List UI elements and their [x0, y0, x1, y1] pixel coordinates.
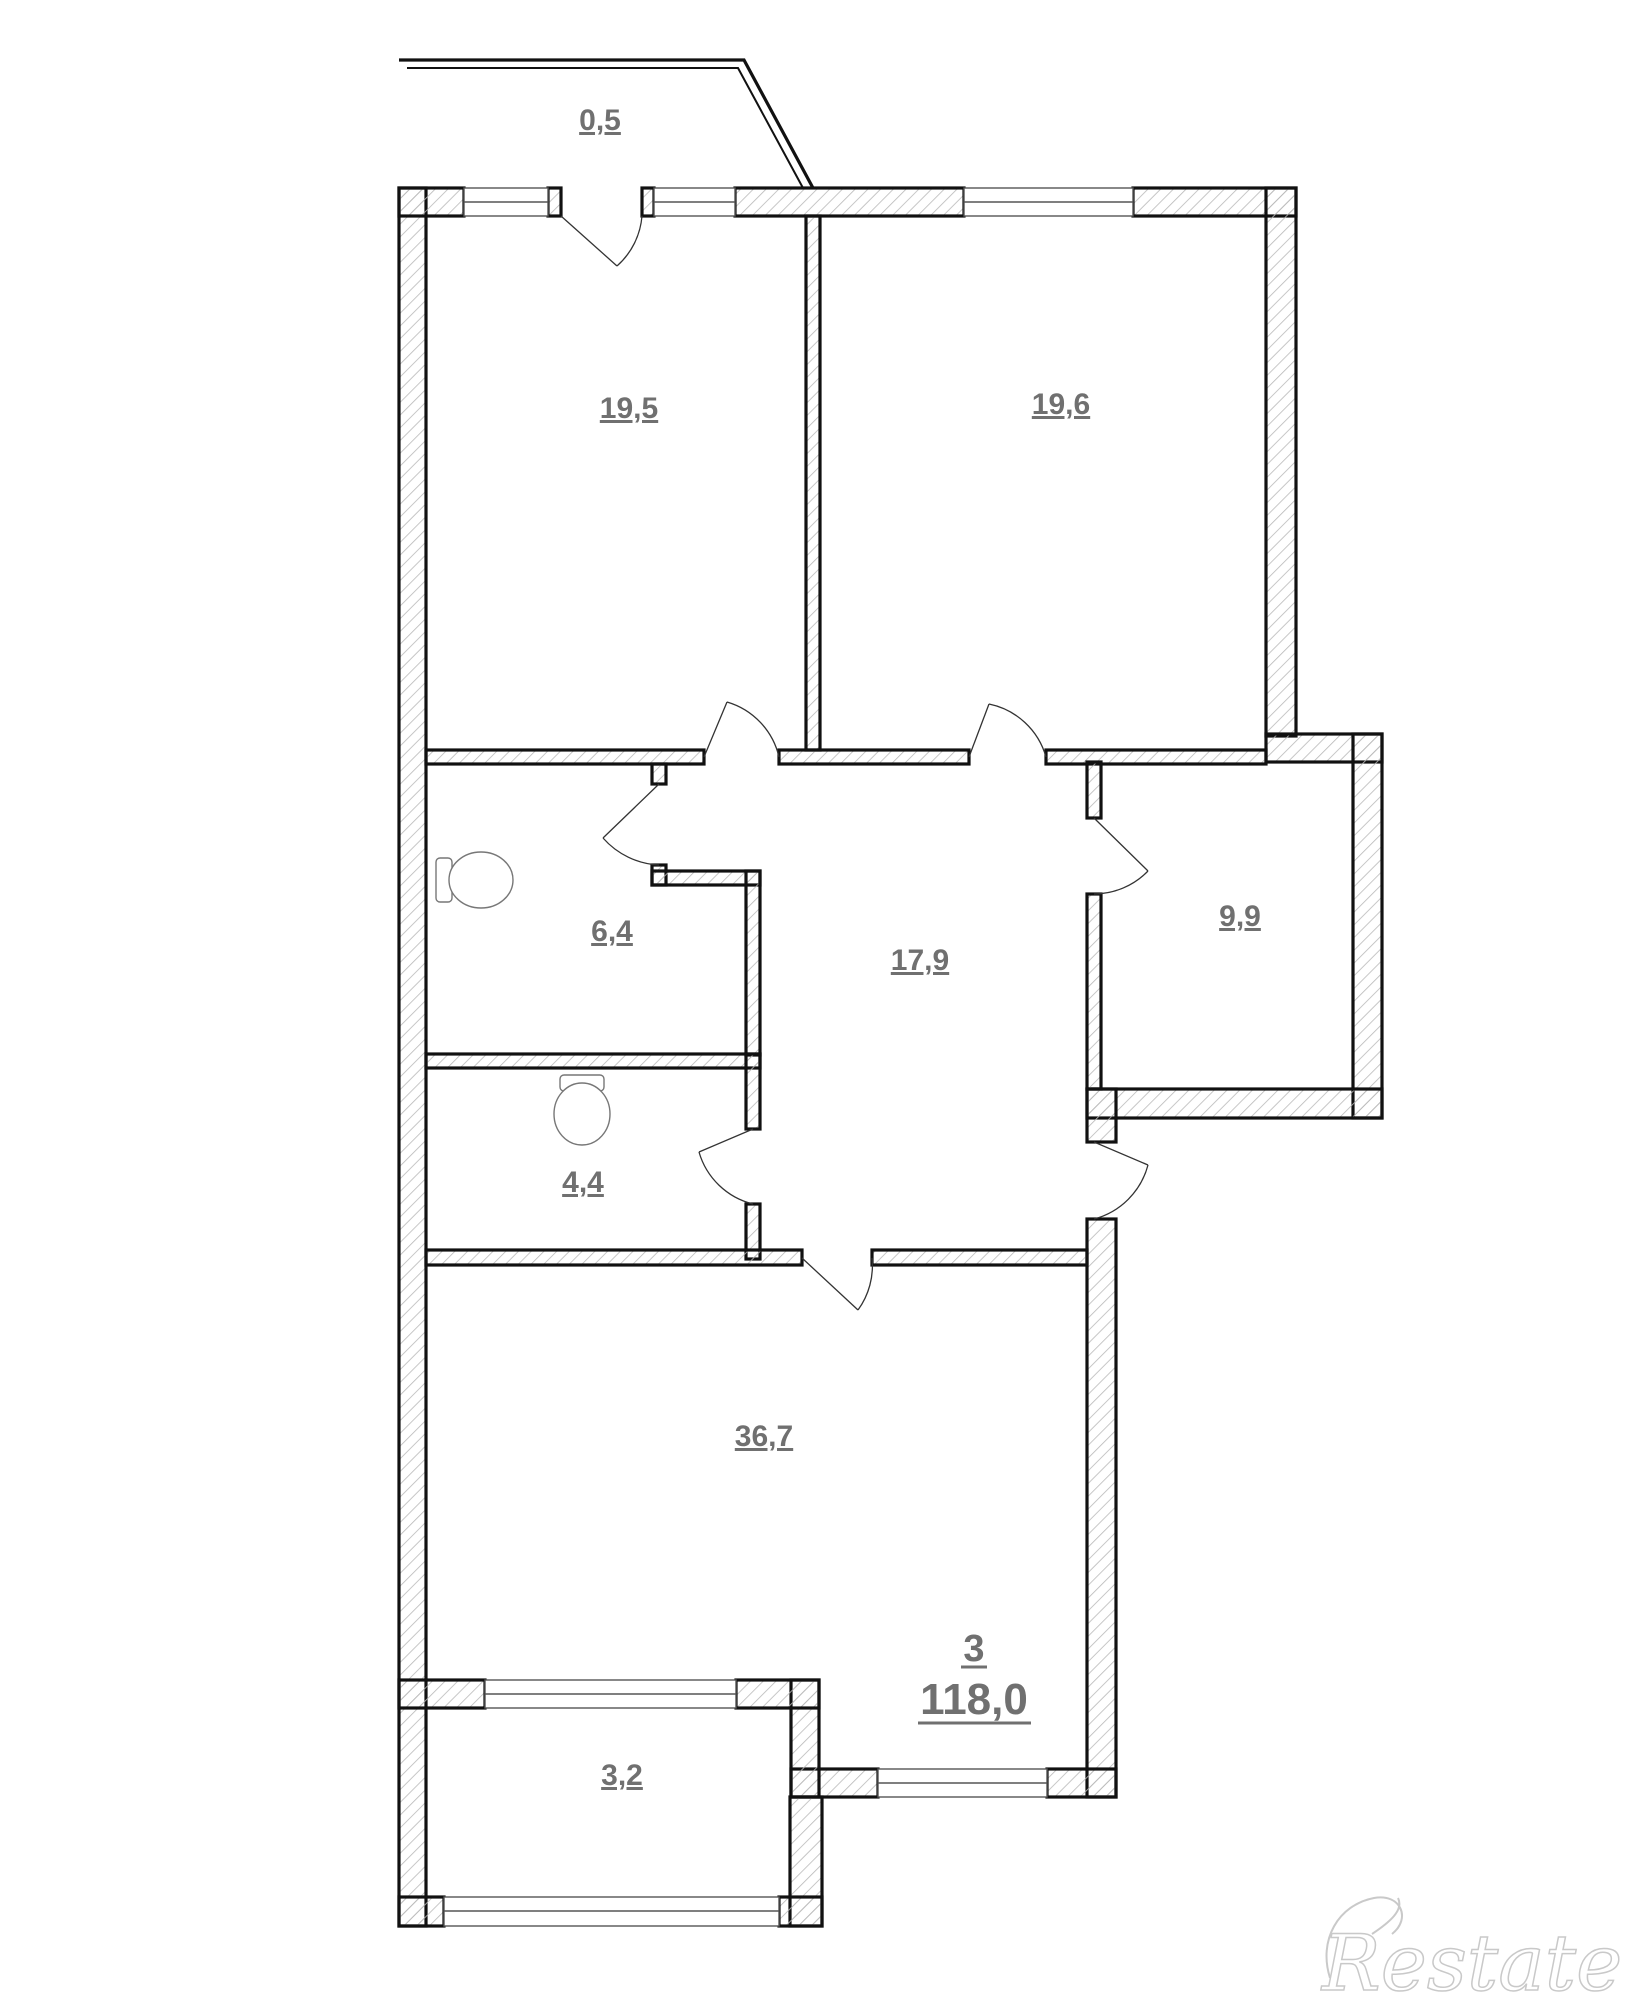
room-labels: 0,5 19,5 19,6 6,4 17,9 9,9 4,4 36,7 3,2 … — [562, 104, 1261, 1792]
door-toilet — [698, 1128, 754, 1205]
apartment-total-area: 118,0 — [920, 1675, 1028, 1724]
wall-annex-bottom — [1085, 1087, 1384, 1120]
balcony-top-outline — [399, 58, 815, 189]
watermark: Restate — [1319, 1896, 1623, 2000]
door-bedroom-right — [968, 703, 1047, 758]
wall-bed-mid-bottom — [777, 748, 971, 766]
wall-bedrooms-divider — [804, 214, 822, 752]
wall-top-2 — [546, 186, 563, 218]
wall-top-3 — [640, 186, 656, 218]
wall-bed-left-bottom — [424, 748, 706, 766]
watermark-text: Restate — [1320, 1919, 1622, 2000]
toilet-fixture-wc — [553, 1074, 611, 1146]
wall-top-4 — [733, 186, 966, 218]
toilet-fixture-bathroom — [435, 851, 514, 909]
doors — [560, 215, 1149, 1311]
door-bedroom-left — [703, 701, 780, 758]
door-balcony — [560, 215, 643, 267]
area-bedroom-right: 19,6 — [1032, 388, 1090, 421]
wall-loggia-top-left — [397, 1678, 487, 1710]
wall-small-room-left-low — [1085, 892, 1103, 1091]
area-hall: 17,9 — [891, 944, 949, 977]
wall-toilet-bottom — [424, 1248, 804, 1267]
door-small-room — [1093, 817, 1149, 895]
area-bedroom-left: 19,5 — [600, 392, 658, 425]
wall-bottom-right-1 — [1045, 1767, 1118, 1799]
wall-living-inner-top — [734, 1678, 821, 1710]
wall-bath-stub — [650, 762, 668, 786]
area-small-room: 9,9 — [1219, 900, 1261, 933]
watermark-swoosh-icon — [1325, 1896, 1403, 1979]
area-toilet: 4,4 — [562, 1166, 604, 1199]
wall-bed-right-bottom — [1044, 748, 1268, 766]
door-living — [801, 1257, 874, 1311]
area-loggia-bottom: 3,2 — [601, 1759, 643, 1792]
wall-outer-left — [397, 186, 428, 1928]
wall-right-lower — [1085, 1217, 1118, 1799]
wall-loggia-bottom-left — [397, 1895, 446, 1928]
walls — [397, 186, 1384, 1928]
wall-top-1 — [397, 186, 466, 218]
area-living-room: 36,7 — [735, 1420, 793, 1453]
door-hall-right — [1093, 1141, 1149, 1220]
door-bathroom — [602, 783, 660, 866]
apartment-rooms-count: 3 — [963, 1628, 984, 1670]
wall-right-upper — [1264, 186, 1298, 738]
wall-loggia-bottom-right — [777, 1895, 824, 1928]
wall-annex-right — [1351, 732, 1384, 1120]
area-balcony-top: 0,5 — [579, 104, 621, 137]
wall-bath-right-2 — [744, 1052, 762, 1131]
wall-bath-bottom — [424, 1052, 762, 1070]
wall-annex-left-lower — [1085, 1087, 1118, 1144]
wall-hall-bottom-right — [870, 1248, 1089, 1267]
wall-bath-right — [744, 869, 762, 1057]
windows — [443, 187, 1134, 1927]
wall-bath-top-right — [650, 869, 762, 887]
wall-small-room-left-top — [1085, 760, 1103, 820]
area-bathroom: 6,4 — [591, 915, 633, 948]
